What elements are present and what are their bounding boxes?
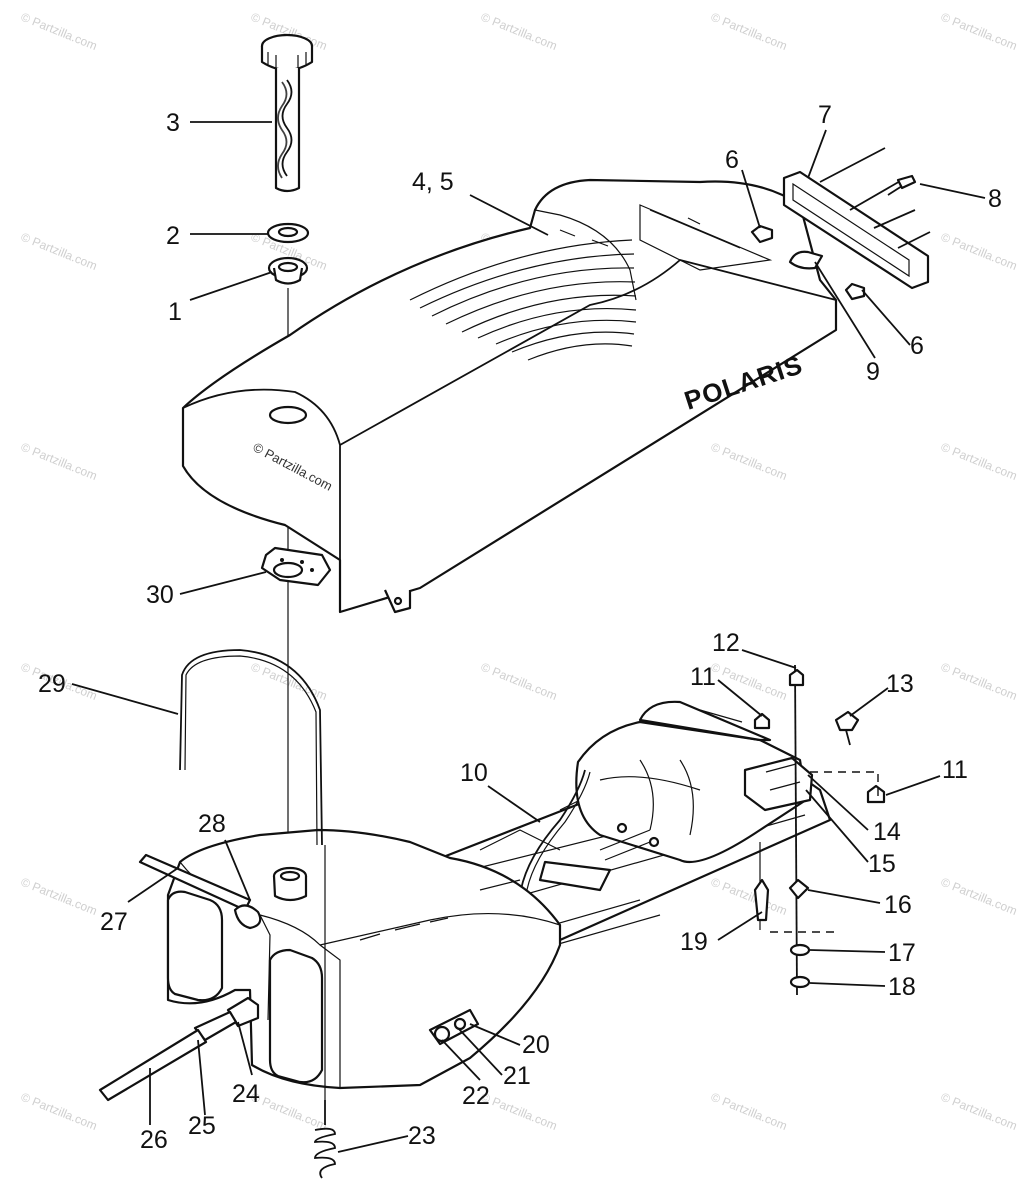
callout-22: 22 (462, 1082, 490, 1110)
gasket-part (266, 222, 310, 244)
watermark-text: © Partzilla.com (19, 1090, 99, 1133)
callout-8: 8 (988, 185, 1002, 213)
fuel-cap-part (260, 33, 314, 193)
callout-27: 27 (100, 908, 128, 936)
callout-3: 3 (166, 109, 180, 137)
watermark-text: © Partzilla.com (709, 875, 789, 918)
watermark-text: © Partzilla.com (479, 660, 559, 703)
watermark-text: © Partzilla.com (939, 10, 1019, 53)
watermark-text: © Partzilla.com (709, 10, 789, 53)
callout-23: 23 (408, 1122, 436, 1150)
watermark-text: © Partzilla.com (479, 10, 559, 53)
callout-21: 21 (503, 1062, 531, 1090)
callout-11-right: 11 (942, 756, 968, 784)
watermark-text: © Partzilla.com (939, 875, 1019, 918)
callout-9: 9 (866, 358, 880, 386)
watermark-text: © Partzilla.com (939, 230, 1019, 273)
callout-18: 18 (888, 973, 916, 1001)
fuel-tank-part (98, 649, 832, 1179)
watermark-text: © Partzilla.com (709, 440, 789, 483)
watermark-text: © Partzilla.com (939, 440, 1019, 483)
callout-4-5: 4, 5 (412, 168, 454, 196)
watermark-text: © Partzilla.com (939, 1090, 1019, 1133)
callout-11-upper: 11 (690, 663, 716, 691)
callout-10: 10 (460, 759, 488, 787)
watermark-text: © Partzilla.com (19, 440, 99, 483)
bracket-part (260, 546, 332, 587)
callout-15: 15 (868, 850, 896, 878)
callout-12: 12 (712, 629, 740, 657)
callout-25: 25 (188, 1112, 216, 1140)
grommet-part (267, 256, 309, 285)
callout-16: 16 (884, 891, 912, 919)
hardware-parts (753, 664, 886, 996)
callout-26: 26 (140, 1126, 168, 1154)
callout-1: 1 (168, 298, 182, 326)
callout-6-upper: 6 (725, 146, 739, 174)
callout-28: 28 (198, 810, 226, 838)
taillight-part (750, 147, 931, 301)
callout-13: 13 (886, 670, 914, 698)
callout-29: 29 (38, 670, 66, 698)
callout-19: 19 (680, 928, 708, 956)
callout-30: 30 (146, 581, 174, 609)
callout-14: 14 (873, 818, 901, 846)
watermark-text: © Partzilla.com (479, 1090, 559, 1133)
leader-lines (71, 121, 986, 1153)
callout-7: 7 (818, 101, 832, 129)
callout-6-lower: 6 (910, 332, 924, 360)
watermark-text: © Partzilla.com (19, 875, 99, 918)
callout-24: 24 (232, 1080, 260, 1108)
watermark-text: © Partzilla.com (709, 1090, 789, 1133)
callout-17: 17 (888, 939, 916, 967)
watermark-text: © Partzilla.com (19, 230, 99, 273)
watermark-text: © Partzilla.com (19, 10, 99, 53)
callout-2: 2 (166, 222, 180, 250)
callout-20: 20 (522, 1031, 550, 1059)
watermark-text: © Partzilla.com (249, 1090, 329, 1133)
watermark-text: © Partzilla.com (939, 660, 1019, 703)
callouts: 1 2 3 4, 5 6 6 7 8 9 10 11 11 12 13 14 1… (38, 101, 1002, 1154)
